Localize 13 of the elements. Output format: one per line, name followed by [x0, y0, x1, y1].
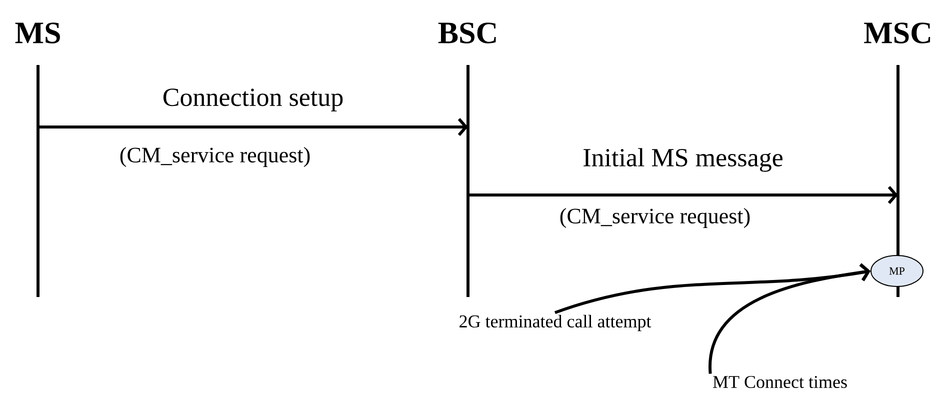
- message-arrow: [468, 186, 898, 204]
- entity-label: MSC: [864, 22, 930, 44]
- message-arrow: [38, 118, 468, 136]
- note-text: 2G terminated call attempt: [460, 314, 652, 332]
- curved-arrow: [708, 263, 870, 374]
- message-parameter: (CM_service request): [560, 208, 750, 228]
- message-parameter: (CM_service request): [120, 147, 310, 167]
- note-text: MT Connect times: [713, 376, 847, 388]
- message-label: Initial MS message: [584, 148, 782, 172]
- message-label: Connection setup: [163, 88, 343, 112]
- entity-label: MS: [15, 22, 60, 44]
- entity-label: BSC: [438, 22, 496, 44]
- curved-arrow: [554, 264, 870, 314]
